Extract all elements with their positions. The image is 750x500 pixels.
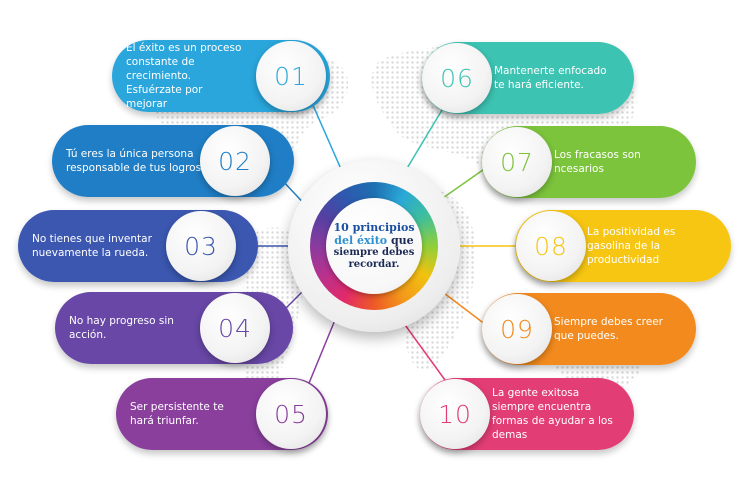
principle-number-03: 03 — [166, 211, 236, 281]
principle-number-04: 04 — [200, 293, 270, 363]
principle-card-08: La positividad es gasolina de la product… — [515, 210, 731, 282]
hub-center: 10 principios del éxito que siempre debe… — [326, 198, 422, 294]
hub-subtitle-line2: recordar. — [348, 259, 400, 270]
hub-title-part2: del éxito — [334, 234, 388, 247]
principle-number-07: 07 — [482, 127, 552, 197]
principle-number-08: 08 — [516, 211, 586, 281]
principle-text-05: Ser persistente te hará triunfar. — [130, 401, 224, 427]
principle-number-02: 02 — [200, 126, 270, 196]
hub-title-part1: 10 principios — [333, 221, 415, 234]
principle-number-10: 10 — [420, 379, 490, 449]
principle-text-02: Tú eres la única persona responsable de … — [66, 148, 205, 174]
principle-number-09: 09 — [482, 294, 552, 364]
principle-text-01: El éxito es un proceso constante de crec… — [126, 42, 242, 110]
connector-10 — [399, 317, 446, 381]
hub-subtitle-line1: siempre debes — [333, 247, 415, 258]
principle-text-06: Mantenerte enfocado te hará eficiente. — [494, 65, 607, 91]
principle-text-08: La positividad es gasolina de la product… — [587, 226, 676, 266]
hub-title-line2: del éxito que — [334, 234, 413, 247]
hub-title-line1: 10 principios — [333, 221, 414, 234]
connector-07 — [439, 164, 491, 201]
hub-title-part3: que — [387, 234, 414, 247]
principle-text-04: No hay progreso sin acción. — [69, 315, 174, 341]
principle-number-01: 01 — [256, 41, 326, 111]
principle-text-09: Siempre debes creer que puedes. — [554, 316, 663, 342]
principle-number-05: 05 — [256, 379, 326, 449]
principle-text-10: La gente exitosa siempre encuentra forma… — [492, 387, 613, 441]
connector-09 — [439, 289, 491, 329]
principle-text-07: Los fracasos son ncesarios — [554, 149, 641, 175]
principle-number-06: 06 — [422, 43, 492, 113]
principle-text-03: No tienes que inventar nuevamente la rue… — [32, 233, 152, 259]
